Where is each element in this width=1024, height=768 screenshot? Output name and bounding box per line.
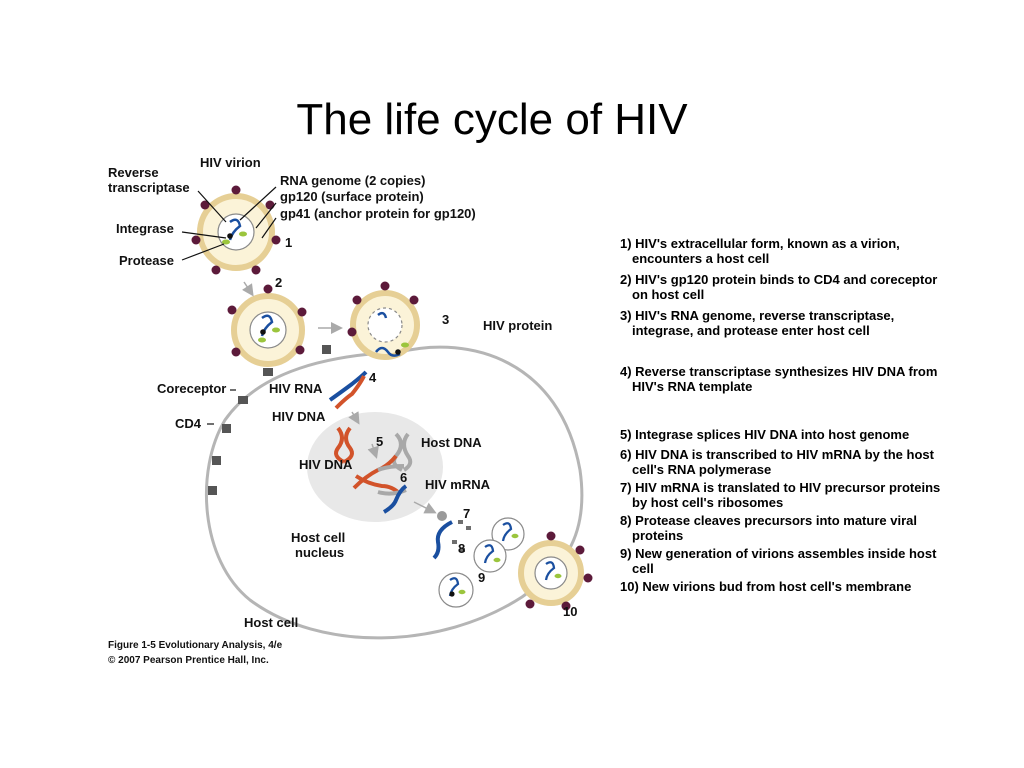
label-protease: Protease (119, 253, 174, 268)
label-rna-genome: RNA genome (2 copies) (280, 173, 425, 188)
assembling-virion (473, 539, 507, 573)
step-number-1: 1 (285, 235, 292, 250)
step-number-8: 8 (458, 541, 465, 556)
arrow-5-6 (367, 443, 379, 459)
step-item-6: 6) HIV DNA is transcribed to HIV mRNA by… (620, 447, 934, 477)
arrow-1-2 (242, 281, 254, 297)
step-number-4: 4 (369, 370, 377, 385)
ribosome (437, 511, 447, 521)
receptor-shape (322, 345, 331, 354)
coreceptor-shape (263, 368, 273, 376)
step-number-6: 6 (400, 470, 407, 485)
label-hiv-protein: HIV protein (483, 318, 552, 333)
step-number-10: 10 (563, 604, 577, 619)
virion-10 (518, 531, 593, 611)
label-cd4: CD4 (175, 416, 202, 431)
precursor-proteins (452, 520, 471, 552)
slide-title: The life cycle of HIV (296, 95, 688, 145)
label-reverse-transcriptase: Reverse (108, 165, 159, 180)
life-cycle-steps-list: 1) HIV's extracellular form, known as a … (620, 236, 950, 594)
arrow-6-7 (413, 501, 437, 514)
label-hiv-dna-2: HIV DNA (299, 457, 353, 472)
step-item-8: 8) Protease cleaves precursors into matu… (620, 513, 917, 543)
copyright-caption: © 2007 Pearson Prentice Hall, Inc. (108, 655, 269, 666)
step-item-9: 9) New generation of virions assembles i… (620, 546, 937, 576)
assembling-virion (438, 572, 474, 608)
virion-2 (227, 284, 307, 367)
hiv-dna-strand (334, 375, 366, 410)
label-hiv-mrna: HIV mRNA (425, 477, 491, 492)
step-item-4: 4) Reverse transcriptase synthesizes HIV… (620, 364, 938, 394)
hiv-mrna-strand (382, 484, 408, 514)
hiv-rna-strand (328, 370, 368, 402)
integrated-genome (352, 454, 407, 496)
step-number-2: 2 (275, 275, 282, 290)
step-item-2: 2) HIV's gp120 protein binds to CD4 and … (620, 272, 938, 302)
figure-caption: Figure 1-5 Evolutionary Analysis, 4/e (108, 640, 283, 651)
cd4-shape (222, 424, 231, 433)
label-host-cell-nucleus: Host cell (291, 530, 345, 545)
label-gp41: gp41 (anchor protein for gp120) (280, 206, 476, 221)
step-item-7: 7) HIV mRNA is translated to HIV precurs… (620, 480, 941, 510)
step-number-3: 3 (442, 312, 449, 327)
receptor-shape (208, 486, 217, 495)
leader-lines (181, 186, 277, 425)
step-item-3: 3) HIV's RNA genome, reverse transcripta… (620, 308, 895, 338)
label-gp120: gp120 (surface protein) (280, 189, 424, 204)
step-number-5: 5 (376, 434, 383, 449)
step-item-1: 1) HIV's extracellular form, known as a … (620, 236, 900, 266)
assembling-virion (491, 517, 525, 551)
label-coreceptor: Coreceptor (157, 381, 226, 396)
label-hiv-rna: HIV RNA (269, 381, 323, 396)
step-item-10: 10) New virions bud from host cell's mem… (620, 579, 912, 594)
label-host-dna: Host DNA (421, 435, 482, 450)
label-reverse-transcriptase-2: transcriptase (108, 180, 190, 195)
label-host-cell: Host cell (244, 615, 298, 630)
step-item-5: 5) Integrase splices HIV DNA into host g… (620, 427, 910, 442)
arrow-4-5 (348, 411, 360, 425)
step-number-7: 7 (463, 506, 470, 521)
label-hiv-dna-1: HIV DNA (272, 409, 326, 424)
label-host-cell-nucleus-2: nucleus (295, 545, 344, 560)
coreceptor-shape (238, 396, 248, 404)
receptor-shape (212, 456, 221, 465)
step-number-9: 9 (478, 570, 485, 585)
virion-3 (347, 281, 420, 360)
label-integrase: Integrase (116, 221, 174, 236)
label-hiv-virion: HIV virion (200, 155, 261, 170)
translation-mrna (432, 520, 453, 560)
